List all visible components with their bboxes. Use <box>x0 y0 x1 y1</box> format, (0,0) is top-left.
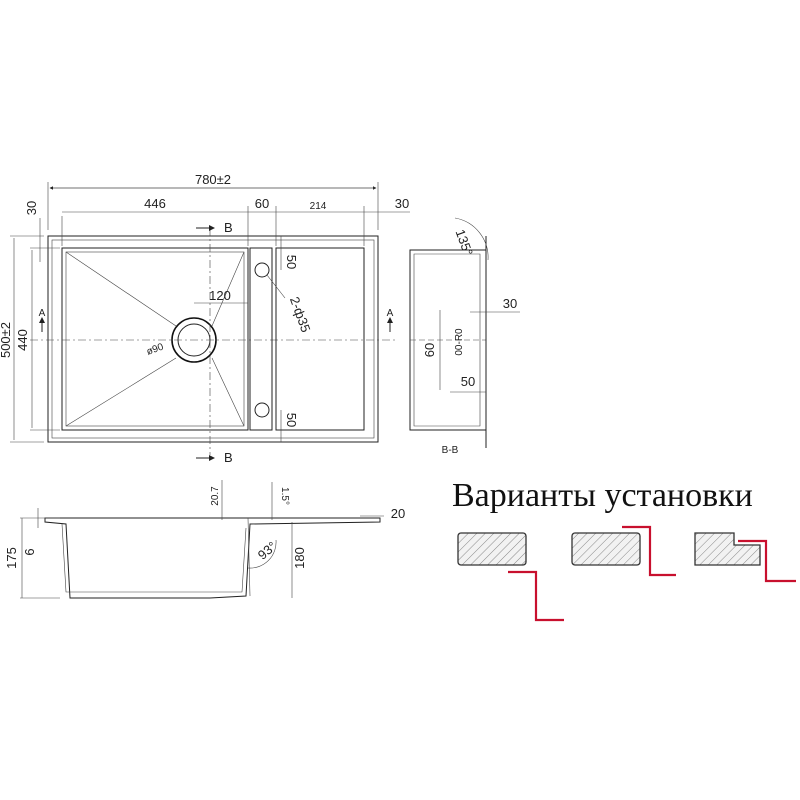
dim-60: 60 <box>255 196 269 211</box>
axis-marker-left: A <box>39 308 46 319</box>
dim-overall-height: 500±2 <box>0 322 13 358</box>
section-dim-60: 60 <box>422 343 437 357</box>
side-angle: 93° <box>255 538 280 562</box>
dim-120: 120 <box>209 288 231 303</box>
side-dim-20: 20 <box>391 506 405 521</box>
dim-50-top: 50 <box>284 255 299 269</box>
dim-overall-width: 780±2 <box>195 172 231 187</box>
dim-446: 446 <box>144 196 166 211</box>
section-label: B-B <box>442 445 459 456</box>
side-dim-20-7: 20.7 <box>210 486 221 506</box>
section-marker-bottom: B <box>224 450 233 465</box>
dim-214: 214 <box>310 201 327 212</box>
side-view: 175 6 20.7 1.5° 93° 180 20 <box>4 480 405 599</box>
drain-diameter-label: ø90 <box>145 341 165 357</box>
installation-options: Варианты установки <box>452 477 796 622</box>
install-variant-1 <box>457 532 564 622</box>
dim-inner-height: 440 <box>15 329 30 351</box>
top-view: 780±2 446 60 214 30 30 500±2 440 120 ø90… <box>0 172 410 465</box>
section-marker-top: B <box>224 220 233 235</box>
install-title: Варианты установки <box>452 477 753 514</box>
side-dim-6: 6 <box>22 548 37 555</box>
side-dim-175: 175 <box>4 547 19 569</box>
section-dim-30: 30 <box>503 296 517 311</box>
dim-30-right: 30 <box>395 196 409 211</box>
side-dim-1-5: 1.5° <box>279 487 290 505</box>
install-variant-3 <box>694 532 796 583</box>
section-angle: 135° <box>453 227 476 257</box>
section-view-b-b: 135° 30 60 00-R0 50 B-B <box>409 217 520 456</box>
axis-marker-right: A <box>387 308 394 319</box>
dim-50-bottom: 50 <box>284 413 299 427</box>
section-inner-label: 00-R0 <box>454 328 465 356</box>
install-variant-2 <box>571 525 676 577</box>
section-dim-50: 50 <box>461 374 475 389</box>
side-dim-180: 180 <box>292 547 307 569</box>
holes-label: 2-ф35 <box>287 295 314 335</box>
dim-30-left: 30 <box>24 201 39 215</box>
